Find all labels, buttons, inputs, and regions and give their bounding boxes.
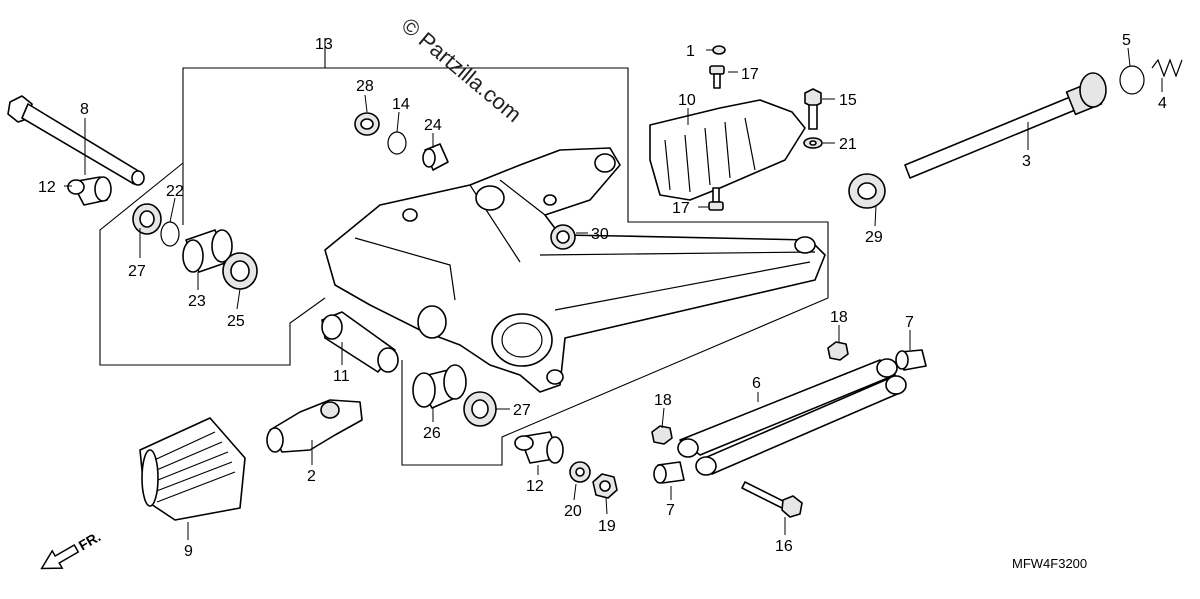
leader-lines (64, 47, 1163, 540)
oil-seal-28 (354, 112, 380, 136)
callout-8: 8 (80, 101, 89, 118)
collar-24 (422, 143, 449, 171)
cap-nut-1 (712, 45, 726, 55)
callout-18-lower: 18 (654, 392, 672, 409)
washer-20 (569, 461, 591, 483)
watermark-text: © Partzilla.com (397, 13, 527, 127)
callout-24: 24 (424, 117, 442, 134)
callout-29: 29 (865, 229, 883, 246)
callout-27-right: 27 (513, 402, 531, 419)
callout-19: 19 (598, 518, 616, 535)
screw-17-lower (708, 187, 724, 211)
spacer-tube-11 (321, 311, 399, 373)
circlip-22 (160, 221, 180, 247)
front-marker-label: FR. (76, 528, 104, 553)
callout-27-left: 27 (128, 263, 146, 280)
assembly-bracket-13 (99, 38, 829, 466)
torque-link-6 (677, 358, 907, 476)
callout-5: 5 (1122, 32, 1131, 49)
bushing-26 (412, 364, 467, 409)
callout-7-lower: 7 (666, 502, 675, 519)
callout-7-upper: 7 (905, 314, 914, 331)
collar-12-lower (514, 431, 564, 464)
circlip-14 (387, 131, 407, 155)
washer-21 (803, 137, 823, 149)
callout-22: 22 (166, 183, 184, 200)
callout-23: 23 (188, 293, 206, 310)
boot-9 (139, 417, 246, 521)
chain-guard-10 (649, 99, 806, 201)
callout-30: 30 (591, 226, 609, 243)
callout-4: 4 (1158, 95, 1167, 112)
callout-17-lower: 17 (672, 200, 690, 217)
needle-bearing-23 (182, 229, 233, 273)
callout-10: 10 (678, 92, 696, 109)
pivot-bolt-8 (7, 95, 145, 186)
nut-18-upper (827, 341, 849, 361)
callout-16: 16 (775, 538, 793, 555)
bolt-16 (741, 481, 803, 518)
front-direction-arrow: FR. (40, 528, 104, 570)
callout-28: 28 (356, 78, 374, 95)
seal-30 (550, 224, 576, 250)
callout-20: 20 (564, 503, 582, 520)
callout-labels: 1 17 10 17 15 21 13 28 14 24 30 8 12 22 … (38, 32, 1167, 560)
universal-joint-2 (266, 399, 363, 453)
callout-11: 11 (333, 368, 350, 385)
callout-17-upper: 17 (741, 66, 759, 83)
swingarm-body (324, 147, 826, 393)
nut-18-lower (651, 425, 673, 445)
bearing-27-left (132, 203, 162, 235)
screw-17-upper (709, 65, 725, 89)
drive-shaft-3 (904, 72, 1107, 179)
bearing-27-right (463, 391, 497, 427)
callout-18-upper: 18 (830, 309, 848, 326)
callout-25: 25 (227, 313, 245, 330)
callout-13: 13 (315, 36, 333, 53)
callout-12-upper: 12 (38, 179, 56, 196)
callout-26: 26 (423, 425, 441, 442)
callout-21: 21 (839, 136, 857, 153)
callout-14: 14 (392, 96, 410, 113)
collar-7-upper (895, 349, 927, 371)
callout-15: 15 (839, 92, 857, 109)
circlip-5 (1119, 65, 1145, 95)
bearing-25 (222, 252, 258, 290)
callout-1: 1 (686, 43, 695, 60)
spring-4 (1151, 58, 1183, 78)
collar-12-upper (67, 176, 112, 206)
diagram-code: MFW4F3200 (1012, 556, 1087, 571)
nut-19 (592, 473, 618, 499)
bolt-15 (804, 88, 822, 130)
callout-9: 9 (184, 543, 193, 560)
oil-seal-29 (848, 173, 886, 209)
callout-3: 3 (1022, 153, 1031, 170)
collar-7-lower (653, 461, 685, 484)
callout-6: 6 (752, 375, 761, 392)
callout-2: 2 (307, 468, 316, 485)
callout-12-lower: 12 (526, 478, 544, 495)
